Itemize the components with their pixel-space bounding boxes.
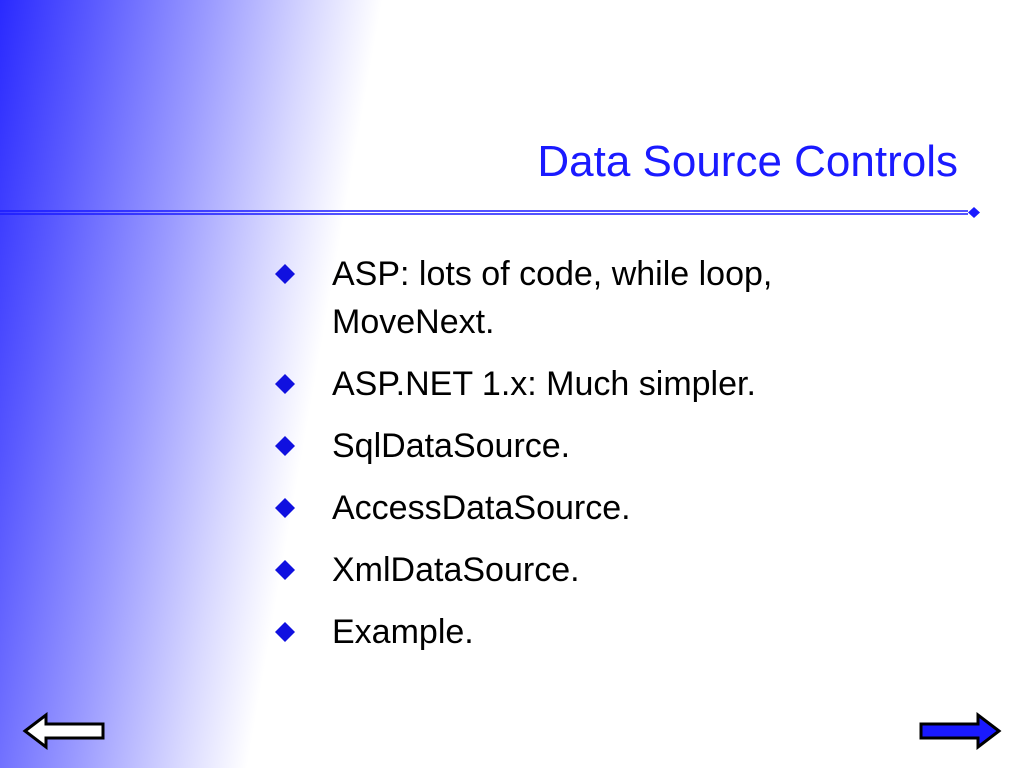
bullet-item: ASP.NET 1.x: Much simpler.: [274, 360, 974, 408]
bullet-text: Example.: [332, 613, 474, 651]
diamond-bullet-icon: [274, 608, 332, 656]
previous-slide-button[interactable]: [22, 711, 106, 751]
diamond-bullet-icon: [274, 250, 332, 298]
diamond-bullet-icon: [274, 360, 332, 408]
bullet-item: AccessDataSource.: [274, 484, 974, 532]
bullet-text: ASP: lots of code, while loop, MoveNext.: [332, 255, 773, 341]
title-divider: [0, 207, 980, 218]
bullet-item: SqlDataSource.: [274, 422, 974, 470]
bullet-item: ASP: lots of code, while loop, MoveNext.: [274, 250, 974, 346]
bullet-item: Example.: [274, 608, 974, 656]
diamond-bullet-icon: [274, 422, 332, 470]
bullet-list: ASP: lots of code, while loop, MoveNext.…: [274, 250, 974, 670]
slide-title: Data Source Controls: [537, 137, 958, 186]
bullet-text: AccessDataSource.: [332, 489, 631, 527]
bullet-item: XmlDataSource.: [274, 546, 974, 594]
bullet-text: ASP.NET 1.x: Much simpler.: [332, 365, 756, 403]
right-arrow-icon: [919, 711, 1002, 751]
bullet-text: XmlDataSource.: [332, 551, 580, 589]
left-arrow-icon: [22, 711, 105, 751]
diamond-bullet-icon: [274, 484, 332, 532]
diamond-bullet-icon: [274, 546, 332, 594]
next-slide-button[interactable]: [918, 711, 1002, 751]
bullet-text: SqlDataSource.: [332, 427, 571, 465]
